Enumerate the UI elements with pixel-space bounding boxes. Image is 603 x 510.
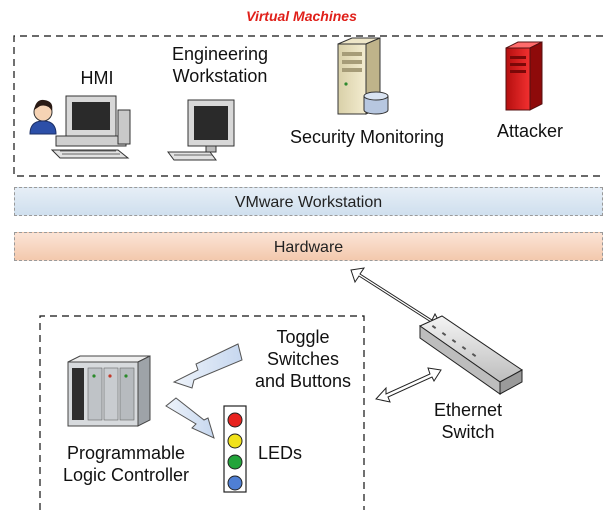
plc-region-border [39, 315, 365, 510]
plc-label-line2: Logic Controller [62, 465, 190, 485]
ethernet-label-line2: Switch [441, 422, 495, 442]
led-panel [223, 405, 247, 493]
hmi-label: HMI [80, 68, 114, 88]
vmware-workstation-bar: VMware Workstation [14, 187, 603, 216]
vm-region-border [13, 35, 603, 177]
toggle-switches-label: Toggle Switches and Buttons [238, 326, 368, 392]
toggle-to-plc-arrow [172, 343, 243, 389]
attacker-server-icon [505, 41, 543, 111]
toggle-label-line2: Switches [266, 349, 340, 369]
led-blue [227, 475, 243, 491]
toggle-label-line3: and Buttons [254, 371, 352, 391]
plc-label-line1: Programmable [66, 443, 186, 463]
hmi-computer-icon [50, 95, 131, 159]
led-red [227, 412, 243, 428]
plc-icon [67, 355, 151, 427]
led-green [227, 454, 243, 470]
leds-label: LEDs [257, 443, 302, 463]
plc-to-leds-arrow [165, 397, 215, 439]
engineering-workstation-label: Engineering Workstation [150, 43, 290, 87]
engineering-workstation-icon [167, 99, 235, 161]
ethernet-label-line1: Ethernet [433, 400, 503, 420]
plc-label: Programmable Logic Controller [46, 442, 206, 486]
switch-plc-link-arrow [375, 367, 442, 403]
engineering-label-line2: Workstation [172, 66, 268, 86]
attacker-label: Attacker [496, 121, 564, 141]
virtual-machines-title: Virtual Machines [246, 8, 357, 24]
database-icon [363, 91, 389, 115]
security-monitoring-label: Security Monitoring [289, 127, 445, 147]
hardware-switch-link-arrow [350, 267, 443, 328]
ethernet-switch-label: Ethernet Switch [418, 399, 518, 443]
user-icon [29, 99, 57, 135]
engineering-label-line1: Engineering [171, 44, 269, 64]
ethernet-switch-icon [418, 315, 523, 395]
led-yellow [227, 433, 243, 449]
toggle-label-line1: Toggle [276, 327, 330, 347]
hardware-bar: Hardware [14, 232, 603, 261]
